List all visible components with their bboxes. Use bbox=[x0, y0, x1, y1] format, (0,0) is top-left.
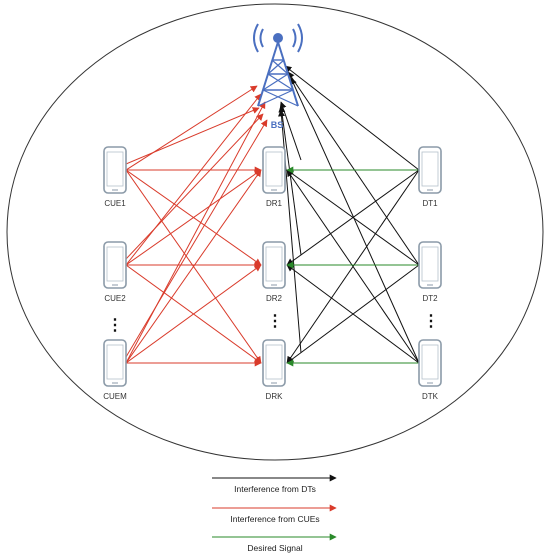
links-layer bbox=[125, 65, 420, 367]
phone-screen bbox=[421, 246, 439, 282]
phone-screen bbox=[421, 344, 439, 380]
phone-screen bbox=[265, 246, 283, 282]
cue-device-2: CUE2 bbox=[103, 241, 127, 303]
phone-screen bbox=[421, 151, 439, 187]
phone-screen bbox=[106, 344, 124, 380]
cue-label-2: CUE2 bbox=[104, 294, 126, 303]
legend-label-cue: Interference from CUEs bbox=[230, 514, 319, 524]
dt-link-2-dr-1 bbox=[286, 169, 420, 266]
cue-link-3-dr-1 bbox=[125, 169, 262, 364]
dr-device-2: DR2 bbox=[262, 241, 286, 303]
coverage-area bbox=[6, 3, 544, 461]
dt-ellipsis: ⋮ bbox=[423, 313, 439, 330]
dt-device-1: DT1 bbox=[418, 146, 442, 208]
phone-screen bbox=[265, 151, 283, 187]
dt-device-3: DTK bbox=[418, 339, 442, 401]
phone-icon bbox=[262, 146, 286, 194]
cue-label-3: CUEM bbox=[103, 392, 127, 401]
cue-link-2-dr-1 bbox=[125, 169, 262, 266]
phone-icon bbox=[103, 241, 127, 289]
phone-screen bbox=[106, 246, 124, 282]
base-station-label: BS bbox=[271, 120, 284, 130]
dt-link-3-bs bbox=[290, 77, 420, 364]
legend-label-dt: Interference from DTs bbox=[234, 484, 316, 494]
cue-link-3-bs-b bbox=[125, 119, 268, 358]
dr-device-3: DRK bbox=[262, 339, 286, 401]
phone-icon bbox=[262, 241, 286, 289]
dt-device-2: DT2 bbox=[418, 241, 442, 303]
dr-link-2-bs bbox=[278, 105, 302, 256]
dt-label-3: DTK bbox=[422, 392, 439, 401]
legend: Interference from DTs Interference from … bbox=[212, 474, 337, 553]
dt-link-1-bs bbox=[284, 65, 420, 171]
phone-screen bbox=[265, 344, 283, 380]
phone-screen bbox=[106, 151, 124, 187]
dt-link-3-dr-2 bbox=[286, 264, 420, 364]
dr-label-1: DR1 bbox=[266, 199, 283, 208]
cue-link-2-bs bbox=[125, 93, 262, 266]
dt-link-3-dr-1 bbox=[286, 169, 420, 364]
dr-label-3: DRK bbox=[266, 392, 284, 401]
dr-label-2: DR2 bbox=[266, 294, 283, 303]
phone-icon bbox=[262, 339, 286, 387]
cue-link-2-bs-b bbox=[125, 113, 264, 260]
cue-link-1-bs-b bbox=[125, 107, 260, 165]
phone-icon bbox=[418, 146, 442, 194]
dt-link-2-bs bbox=[287, 71, 420, 266]
cue-link-1-bs bbox=[125, 85, 258, 171]
cell-tower-icon bbox=[253, 23, 303, 107]
phone-icon bbox=[103, 146, 127, 194]
cue-device-1: CUE1 bbox=[103, 146, 127, 208]
dt-label-1: DT1 bbox=[422, 199, 438, 208]
dr-device-1: DR1 bbox=[262, 146, 286, 208]
phone-icon bbox=[103, 339, 127, 387]
cue-label-1: CUE1 bbox=[104, 199, 126, 208]
cue-device-3: CUEM bbox=[103, 339, 127, 401]
legend-label-desired: Desired Signal bbox=[247, 543, 302, 553]
cue-ellipsis: ⋮ bbox=[107, 317, 123, 334]
cue-link-3-dr-2 bbox=[125, 264, 262, 364]
dr-ellipsis: ⋮ bbox=[267, 313, 283, 330]
phone-icon bbox=[418, 241, 442, 289]
dt-label-2: DT2 bbox=[422, 294, 438, 303]
cue-link-3-bs bbox=[125, 101, 266, 364]
phone-icon bbox=[418, 339, 442, 387]
